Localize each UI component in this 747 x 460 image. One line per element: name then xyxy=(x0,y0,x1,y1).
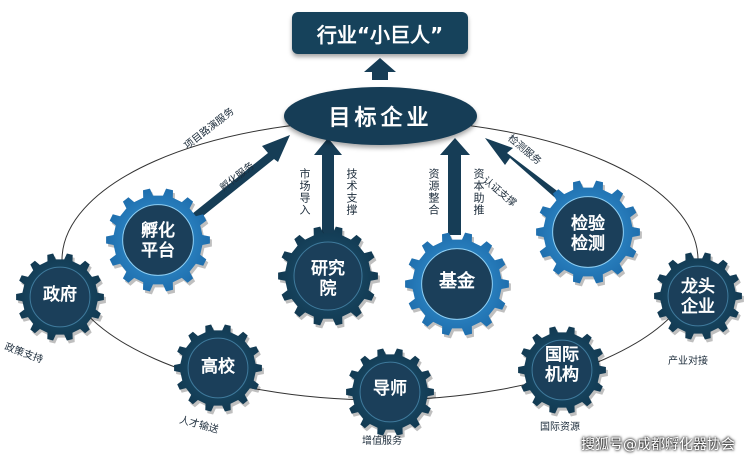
gear-research xyxy=(278,226,380,329)
gear-label-leader: 龙头企业 xyxy=(681,277,715,317)
gear-testing xyxy=(536,180,642,287)
research-arrow xyxy=(314,138,342,235)
gear-label-fund: 基金 xyxy=(439,271,475,292)
label-research-b: 技术支撑 xyxy=(345,168,358,216)
gear-fund xyxy=(405,232,511,339)
gear-label-university: 高校 xyxy=(201,357,235,377)
label-intl: 国际资源 xyxy=(540,422,580,433)
label-leader: 产业对接 xyxy=(668,356,708,367)
gear-mentor xyxy=(346,348,436,439)
up-arrow-icon xyxy=(364,58,396,80)
target-enterprise: 目标企业 xyxy=(284,87,477,145)
gear-intl xyxy=(518,326,608,417)
fund-arrow xyxy=(440,138,470,235)
gear-leader xyxy=(654,252,744,343)
gear-hub xyxy=(187,337,249,399)
gear-hub xyxy=(29,266,91,328)
gear-hub xyxy=(667,265,729,327)
gear-hub xyxy=(293,241,363,311)
gear-hub xyxy=(359,361,421,423)
gear-label-intl: 国际机构 xyxy=(545,345,579,385)
gear-hub xyxy=(552,196,624,268)
title-box: 行业“小巨人” xyxy=(292,12,468,54)
gear-label-testing: 检验检测 xyxy=(571,214,605,254)
watermark: 搜狐号@成都孵化器协会 xyxy=(581,437,735,453)
gear-university xyxy=(174,324,264,415)
gear-government xyxy=(16,253,106,344)
label-fund-b: 资本助推 xyxy=(472,168,485,216)
gear-label-government: 政府 xyxy=(43,285,77,305)
incubator-arrow xyxy=(182,135,290,228)
label-mentor: 增值服务 xyxy=(362,436,402,447)
gear-hub xyxy=(421,248,493,320)
gear-label-incubator: 孵化平台 xyxy=(141,221,175,261)
gear-hub xyxy=(531,339,593,401)
gear-label-mentor: 导师 xyxy=(373,379,407,399)
label-research-a: 市场导入 xyxy=(298,168,311,216)
gear-hub xyxy=(122,204,194,276)
gear-label-research: 研究院 xyxy=(311,259,345,299)
label-fund-a: 资源整合 xyxy=(427,168,440,216)
gear-incubator xyxy=(106,188,212,295)
